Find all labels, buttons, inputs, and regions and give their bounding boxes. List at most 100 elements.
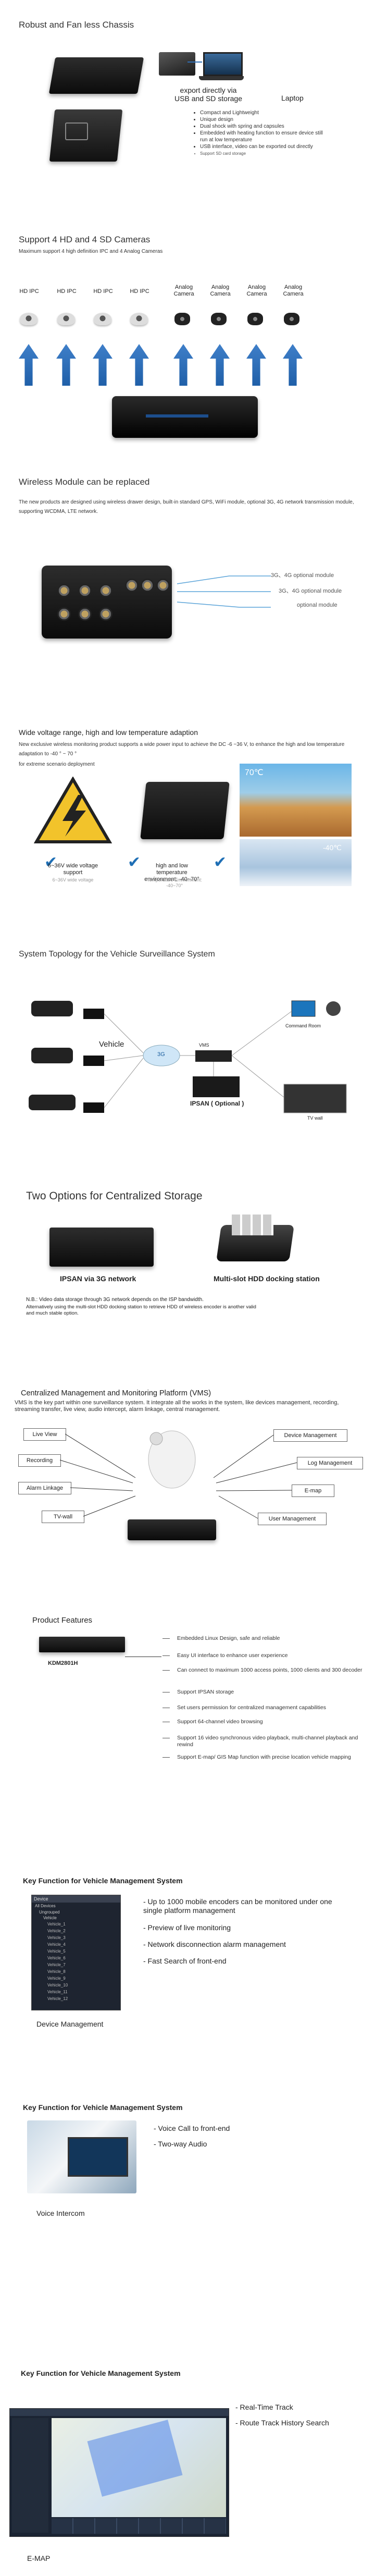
check2-label: high and low temperature environment: -4…: [144, 863, 199, 882]
option-module: optional module: [297, 602, 338, 608]
up-arrow-icon: [56, 344, 76, 386]
tv-wall-label: TV wall: [307, 1115, 323, 1121]
tree-vehicle-item[interactable]: Vehicle_12: [47, 1996, 68, 2001]
camera-label: Analog Camera: [283, 284, 304, 297]
feature-item: Support IPSAN storage: [177, 1689, 234, 1695]
voltage-desc-2: for extreme scenario deployment: [19, 762, 95, 767]
emap-caption: E-MAP: [27, 2554, 51, 2562]
command-room-label: Command Room: [285, 1023, 321, 1028]
feature-item: Embedded Linux Design, safe and reliable: [177, 1635, 280, 1641]
alarm-linkage-box: Alarm Linkage: [18, 1482, 71, 1494]
antenna-connector-icon: [125, 579, 139, 592]
wireless-device-image: [42, 566, 172, 639]
section-title-wireless: Wireless Module can be replaced: [19, 477, 150, 487]
operator-icon: [326, 1001, 341, 1016]
key-item-2: - Preview of live monitoring: [143, 1923, 231, 1932]
live-view-box: Live View: [23, 1428, 66, 1441]
section-title-key-function-2: Key Function for Vehicle Management Syst…: [23, 2103, 183, 2112]
intercom-screen-icon: [68, 2137, 128, 2177]
feature-item: Set users permission for centralized man…: [177, 1704, 326, 1711]
emap-box: E-map: [292, 1485, 334, 1497]
bullet-item: USB interface, video can be exported out…: [200, 143, 325, 150]
up-arrow-icon: [93, 344, 113, 386]
tree-vehicle-item[interactable]: Vehicle_4: [47, 1942, 66, 1947]
tree-header: Device: [32, 1895, 120, 1903]
mdvr-icon: [83, 1102, 104, 1113]
check-icon: ✔: [44, 854, 58, 871]
vms-server-icon: [195, 1050, 232, 1062]
drawer-icon: [65, 122, 88, 140]
emap-toolbar: [10, 2409, 229, 2416]
antenna-connector-icon: [156, 579, 170, 592]
tree-vehicle-item[interactable]: Vehicle_7: [47, 1962, 66, 1967]
feature-dash-icon: [162, 1670, 170, 1671]
tree-vehicle-item[interactable]: Vehicle_9: [47, 1976, 66, 1981]
dome-camera-icon: [94, 313, 111, 325]
key-item-1: - Up to 1000 mobile encoders can be moni…: [143, 1897, 332, 1915]
option-3g-4g-1: 3G、4G optional module: [271, 572, 334, 579]
tree-vehicle-item[interactable]: Vehicle_10: [47, 1983, 68, 1988]
analog-camera-icon: [174, 313, 190, 325]
tree-vehicle-item[interactable]: Vehicle_5: [47, 1949, 66, 1954]
presenter-figure: [148, 1430, 196, 1489]
storage-note-1: N.B.: Video data storage through 3G netw…: [26, 1297, 204, 1303]
option-ipsan-label: IPSAN via 3G network: [60, 1274, 136, 1283]
feature-item: Can connect to maximum 1000 access point…: [177, 1667, 362, 1673]
section-title-key-function-1: Key Function for Vehicle Management Syst…: [23, 1876, 183, 1885]
voltage-device-image: [140, 782, 230, 839]
emap-map[interactable]: [52, 2418, 226, 2517]
antenna-connector-icon: [57, 584, 71, 597]
camera-label: HD IPC: [130, 288, 149, 295]
device-management-box: Device Management: [273, 1429, 347, 1442]
cloud-label: 3G: [157, 1051, 165, 1058]
log-management-box: Log Management: [297, 1457, 363, 1469]
user-management-box: User Management: [258, 1513, 327, 1525]
key-item-4: - Fast Search of front-end: [143, 1957, 227, 1965]
vms-desc: VMS is the key part within one surveilla…: [15, 1400, 339, 1413]
section-title-vms: Centralized Management and Monitoring Pl…: [21, 1389, 211, 1397]
feature-dash-icon: [162, 1655, 170, 1656]
connect-arrow-icon: [188, 62, 202, 63]
cold-environment-image: [240, 839, 352, 886]
tree-vehicle-item[interactable]: Vehicle_1: [47, 1922, 66, 1927]
recording-box: Recording: [18, 1454, 61, 1467]
voice-intercom-caption: Voice Intercom: [36, 2209, 85, 2217]
tree-root[interactable]: All Devices: [35, 1904, 56, 1908]
up-arrow-icon: [19, 344, 39, 386]
ipsan-label: IPSAN ( Optional ): [190, 1100, 244, 1107]
ipsan-device-image: [49, 1228, 154, 1267]
bullet-item: Dual shock with spring and capsules: [200, 123, 325, 130]
up-arrow-icon: [129, 344, 149, 386]
section-title-voltage: Wide voltage range, high and low tempera…: [19, 728, 198, 737]
mdvr-icon: [83, 1056, 104, 1066]
vms-server-image: [128, 1519, 216, 1540]
key-item-3: - Network disconnection alarm management: [143, 1940, 286, 1948]
cameras-subtitle: Maximum support 4 high definition IPC an…: [19, 249, 163, 254]
tree-group[interactable]: Ungrouped: [39, 1910, 60, 1915]
camera-label: Analog Camera: [246, 284, 267, 297]
temp-cold-label: -40℃: [323, 843, 342, 852]
up-arrow-icon: [173, 344, 193, 386]
analog-camera-icon: [284, 313, 299, 325]
vms-lines: [59, 1430, 297, 1519]
hdd-slot-icon: [232, 1215, 273, 1235]
antenna-connector-icon: [57, 607, 71, 621]
section-title-key-function-3: Key Function for Vehicle Management Syst…: [21, 2369, 181, 2377]
tree-vehicle-item[interactable]: Vehicle_11: [47, 1990, 68, 1994]
check1-sublabel: 6~36V wide voltage: [52, 877, 94, 882]
tree-vehicle-item[interactable]: Vehicle_3: [47, 1935, 66, 1940]
export-label: export directly via USB and SD storage: [174, 86, 242, 103]
antenna-connector-icon: [141, 579, 154, 592]
hot-environment-image: [240, 764, 352, 837]
tree-vehicle-item[interactable]: Vehicle_2: [47, 1929, 66, 1933]
camera-label: HD IPC: [19, 288, 39, 295]
device-small-image: [159, 52, 195, 76]
antenna-connector-icon: [78, 584, 92, 597]
tv-wall-icon: [283, 1084, 347, 1113]
up-arrow-icon: [283, 344, 303, 386]
tree-subgroup[interactable]: Vehicle: [43, 1916, 57, 1920]
tree-vehicle-item[interactable]: Vehicle_6: [47, 1956, 66, 1960]
tree-vehicle-item[interactable]: Vehicle_8: [47, 1969, 66, 1974]
topology-diagram: [29, 1000, 347, 1113]
device-management-caption: Device Management: [36, 2020, 104, 2028]
